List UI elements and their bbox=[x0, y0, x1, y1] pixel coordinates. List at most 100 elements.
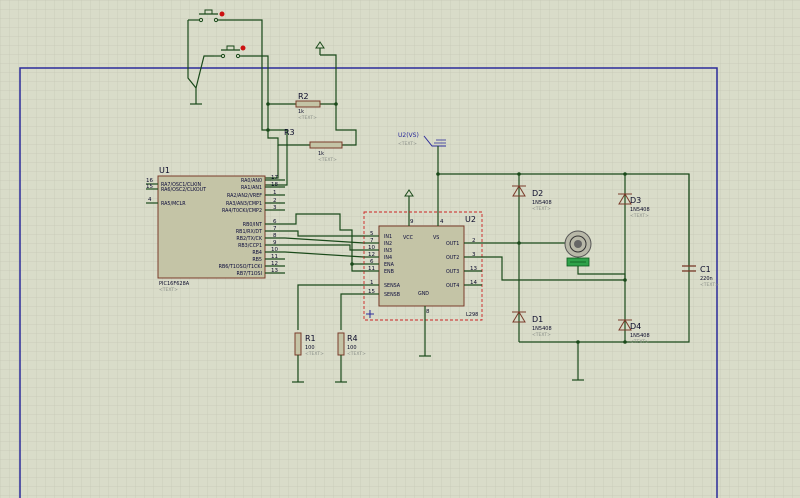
push-button-switch-icon[interactable] bbox=[214, 45, 246, 59]
pin-name: RB3/CCP1 bbox=[238, 243, 262, 249]
capacitor-value: 220n bbox=[700, 276, 713, 282]
junction-dot bbox=[517, 241, 521, 245]
wire bbox=[285, 244, 364, 251]
junction-dot bbox=[623, 278, 627, 282]
pin-number: 4 bbox=[148, 197, 152, 203]
pin-number: 9 bbox=[273, 240, 277, 246]
pin-number: 11 bbox=[368, 266, 375, 272]
diode-value: 1N5408 bbox=[630, 333, 650, 339]
resistor-r3[interactable]: R3 1k <TEXT> bbox=[284, 128, 343, 163]
power-terminal-u2vs[interactable]: U2(VS) <TEXT> bbox=[398, 132, 446, 147]
resistor-value: 100 bbox=[347, 345, 357, 351]
ic-part: PIC16F628A bbox=[159, 281, 190, 287]
wire bbox=[267, 130, 310, 146]
pin-number: 8 bbox=[426, 309, 430, 315]
pin-number: 8 bbox=[273, 233, 277, 239]
pin-number: 13 bbox=[470, 266, 477, 272]
pin-number: 9 bbox=[410, 219, 414, 225]
pin-name: RA3/AN3/CMP1 bbox=[226, 201, 262, 207]
push-button-switch-icon[interactable] bbox=[188, 9, 225, 23]
resistor-value: 1k bbox=[318, 151, 324, 157]
pin-number: 12 bbox=[368, 252, 375, 258]
wire bbox=[320, 54, 337, 105]
pin-name: OUT3 bbox=[446, 269, 459, 275]
junction-dot bbox=[436, 172, 440, 176]
pin-name: IN4 bbox=[384, 255, 392, 261]
power-arrow-icon bbox=[315, 41, 325, 55]
text-placeholder: <TEXT> bbox=[532, 206, 551, 212]
diode-d4[interactable]: D4 1N5408 <TEXT> bbox=[618, 319, 650, 345]
pin-name: SENSB bbox=[384, 292, 400, 298]
diode-d1[interactable]: D1 1N5408 <TEXT> bbox=[512, 311, 552, 338]
text-placeholder: <TEXT> bbox=[318, 157, 337, 163]
pin-name: OUT2 bbox=[446, 255, 459, 261]
junction-dot bbox=[266, 102, 270, 106]
diode-ref: D2 bbox=[532, 189, 543, 198]
junction-dot bbox=[334, 102, 338, 106]
wire bbox=[335, 104, 357, 146]
diode-value: 1N5408 bbox=[630, 207, 650, 213]
pin-name: RB2/TX/CK bbox=[236, 236, 262, 242]
junction-dot bbox=[517, 172, 521, 176]
pin-number: 1 bbox=[370, 280, 374, 286]
pin-number: 15 bbox=[146, 184, 153, 190]
wire bbox=[265, 145, 279, 179]
wire bbox=[187, 20, 197, 102]
text-placeholder: <TEXT> bbox=[159, 287, 178, 293]
pin-name: RA4/T0CKI/CMP2 bbox=[222, 208, 262, 214]
resistor-ref: R1 bbox=[305, 334, 316, 343]
wire bbox=[340, 293, 364, 330]
pin-number: 2 bbox=[273, 198, 277, 204]
pin-name: RA7/OSC1/CLKIN bbox=[161, 182, 202, 188]
pin-name: ENA bbox=[384, 262, 395, 268]
pin-name: RB0/INT bbox=[243, 222, 262, 228]
pin-number: 10 bbox=[271, 247, 278, 253]
dc-motor-icon[interactable] bbox=[564, 230, 592, 267]
pin-number: 2 bbox=[472, 238, 476, 244]
pin-number: 5 bbox=[370, 231, 374, 237]
text-placeholder: <TEXT> bbox=[298, 115, 317, 121]
pin-number: 6 bbox=[370, 259, 374, 265]
resistor-r2[interactable]: R2 1k <TEXT> bbox=[295, 92, 321, 121]
pin-name: RA5/MCLR bbox=[161, 201, 186, 207]
pin-name: OUT4 bbox=[446, 283, 459, 289]
pin-name: RA0/AN0 bbox=[241, 178, 262, 184]
pin-name: VS bbox=[433, 235, 439, 241]
diode-d3[interactable]: D3 1N5408 <TEXT> bbox=[618, 193, 650, 219]
wire bbox=[284, 251, 365, 258]
pin-number: 4 bbox=[440, 219, 444, 225]
pin-name: RB6/T1OSO/T1CKI bbox=[219, 264, 262, 270]
pin-number: 7 bbox=[370, 238, 374, 244]
junction-dot bbox=[266, 128, 270, 132]
diode-ref: D3 bbox=[630, 196, 641, 205]
motor-driver-u2[interactable]: U2 L298 5 7 10 12 6 11 1 15 IN1 IN2 IN3 … bbox=[363, 211, 483, 321]
diode-value: 1N5408 bbox=[532, 200, 552, 206]
diode-d2[interactable]: D2 1N5408 <TEXT> bbox=[512, 185, 552, 212]
microcontroller-u1[interactable]: U1 PIC16F628A <TEXT> 16 RA7/OSC1/CLKIN 1… bbox=[146, 166, 285, 293]
resistor-value: 100 bbox=[305, 345, 315, 351]
junction-dot bbox=[576, 340, 580, 344]
ground-symbol-icon bbox=[190, 102, 202, 105]
resistor-value: 1k bbox=[298, 109, 304, 115]
wire bbox=[220, 19, 288, 186]
pin-name: RA2/AN2/VREF bbox=[227, 193, 262, 199]
wire bbox=[482, 256, 625, 281]
pin-name: OUT1 bbox=[446, 241, 459, 247]
pin-number: 15 bbox=[368, 289, 375, 295]
wire bbox=[285, 213, 353, 264]
text-placeholder: <TEXT> bbox=[630, 213, 649, 219]
pin-name: IN2 bbox=[384, 241, 392, 247]
resistor-ref: R4 bbox=[347, 334, 358, 343]
ic-ref: U2 bbox=[465, 215, 476, 224]
resistor-ref: R2 bbox=[298, 92, 309, 101]
text-placeholder: <TEXT> bbox=[347, 351, 366, 357]
resistor-ref: R3 bbox=[284, 128, 295, 137]
pin-number: 11 bbox=[271, 254, 278, 260]
pin-name: GND bbox=[418, 291, 429, 297]
capacitor-c1[interactable]: C1 220n <TEXT> bbox=[682, 174, 719, 288]
pin-number: 1 bbox=[273, 190, 277, 196]
text-placeholder: <TEXT> bbox=[630, 339, 649, 345]
pin-number: 10 bbox=[368, 245, 375, 251]
pin-name: VCC bbox=[403, 235, 414, 241]
